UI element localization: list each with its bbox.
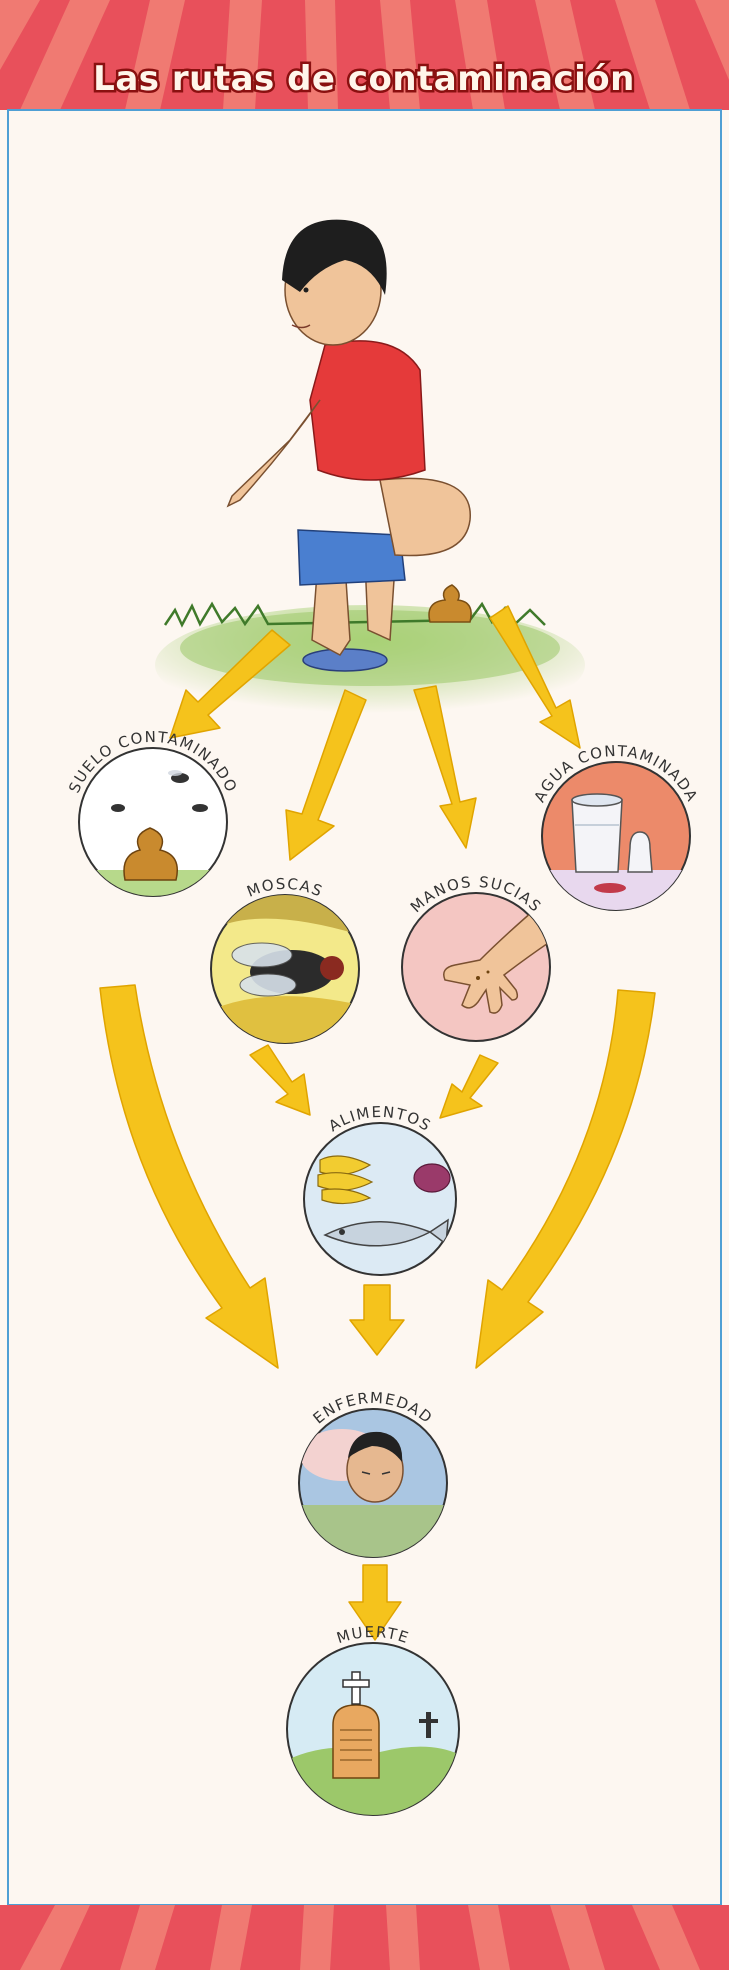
footer-banner (0, 1905, 729, 1970)
page-title: Las rutas de contaminación (93, 59, 635, 99)
